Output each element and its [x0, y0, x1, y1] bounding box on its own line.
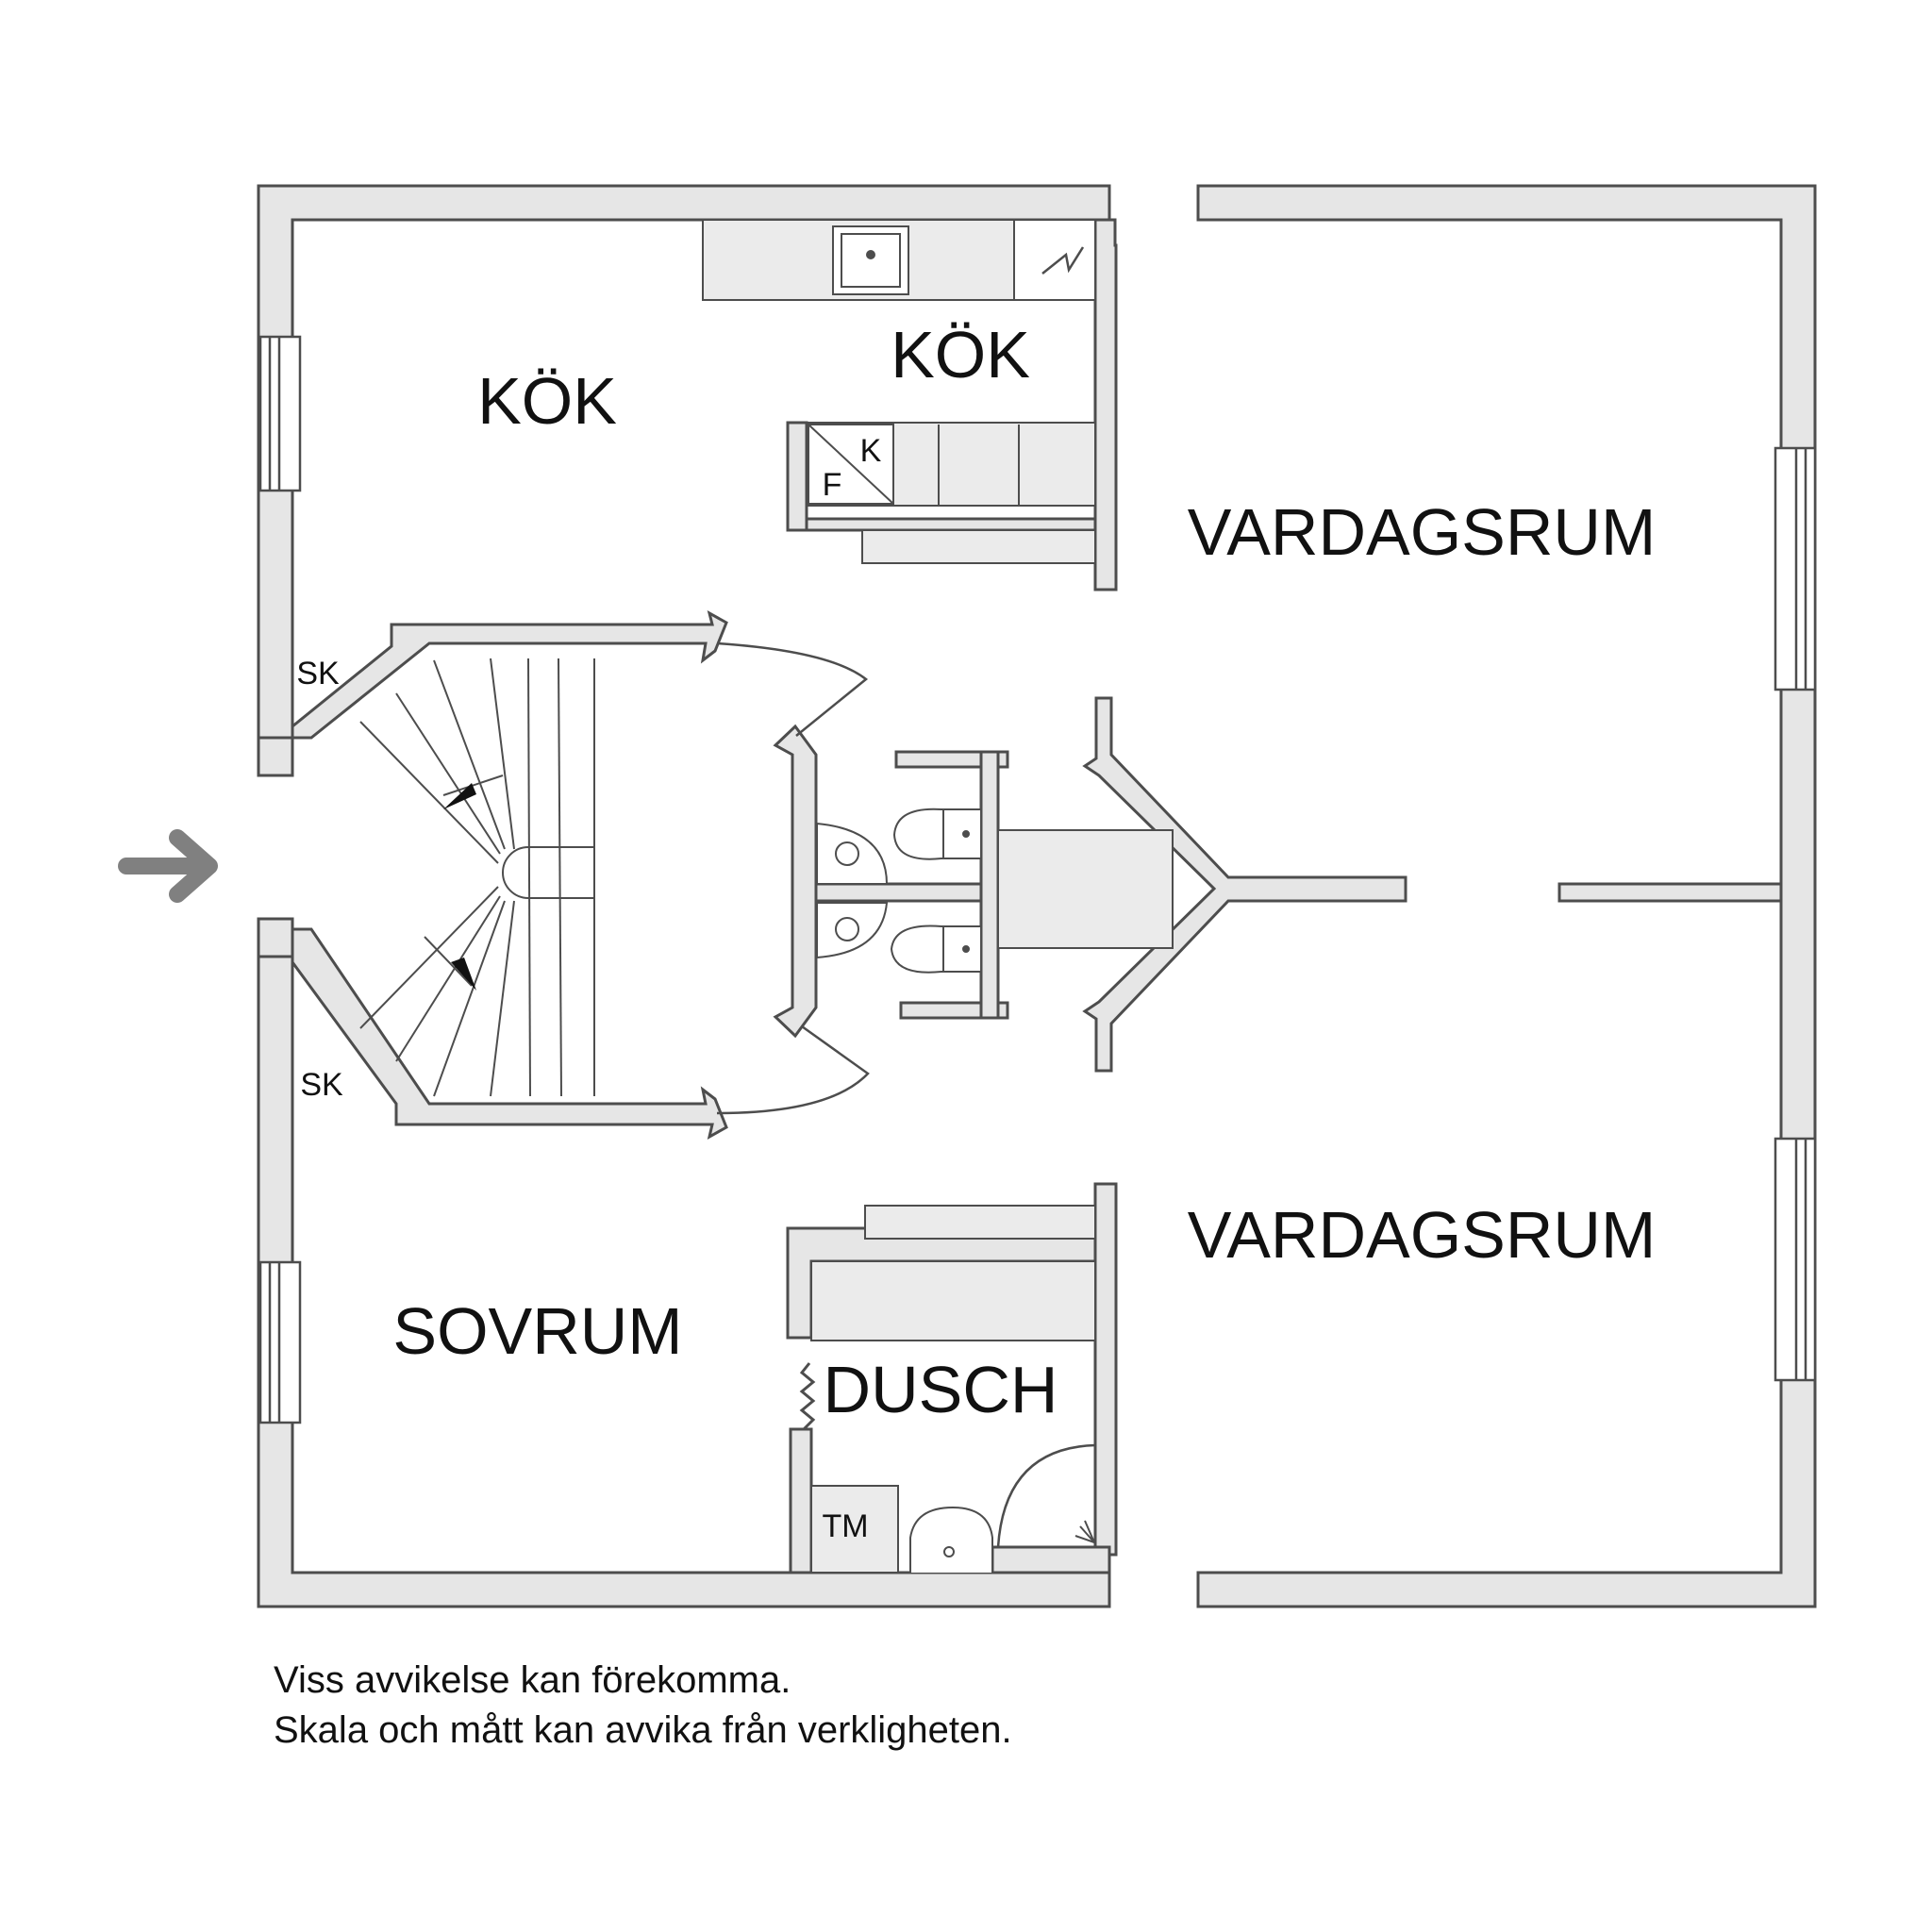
washbasin-top — [816, 822, 889, 885]
wall-bath-left — [789, 1427, 813, 1574]
wall-left-stub-bottom — [257, 917, 294, 958]
fixture-label-closet-bottom: SK — [300, 1067, 343, 1103]
fixture-label-freezer: F — [823, 467, 842, 503]
washbasin-bottom — [816, 902, 889, 959]
doors — [716, 641, 1097, 1548]
wall-kitchen-left-stub — [786, 421, 808, 532]
bath-washbasin — [909, 1506, 993, 1573]
kitchen-fixtures — [702, 219, 1096, 564]
room-label-kok-large: KÖK — [477, 364, 617, 438]
stair-walls — [291, 610, 728, 1140]
room-label-sovrum: SOVRUM — [392, 1294, 682, 1368]
wc-fixtures — [816, 808, 1174, 974]
wall-bath-bottom — [991, 1545, 1111, 1574]
room-label-vardagsrum-top: VARDAGSRUM — [1188, 495, 1657, 569]
disclaimer-line-2: Skala och mått kan avvika från verklighe… — [274, 1709, 1012, 1751]
toilet-top — [892, 808, 982, 860]
bath-counter — [810, 1260, 1096, 1341]
door-swing-top — [716, 641, 869, 737]
wall-kitchen-bottom — [788, 517, 1097, 532]
hallway-runner — [997, 829, 1174, 949]
kitchen-sink — [832, 225, 909, 295]
washer — [810, 1485, 899, 1574]
wall-bath-right — [1093, 1182, 1118, 1557]
disclaimer-line-1: Viss avvikelse kan förekomma. — [274, 1659, 791, 1701]
wall-wc-left — [773, 724, 818, 1039]
wall-wc-divider — [979, 750, 1000, 1020]
toilet-bottom — [890, 924, 982, 974]
stair-wall-bottom — [291, 927, 728, 1140]
wall-living-divider-right — [1557, 882, 1783, 903]
window-left-bottom — [258, 1260, 302, 1424]
stair-arrow-down-icon — [451, 958, 476, 991]
sovrum-shelf — [864, 1205, 1096, 1240]
wall-wc-mid — [814, 882, 983, 903]
interior-walls — [773, 218, 1783, 1574]
room-label-kok-small: KÖK — [891, 318, 1030, 391]
stove-icon — [1041, 246, 1085, 275]
fixture-label-fridge: K — [860, 433, 882, 469]
stair-arrow-up-icon — [443, 783, 476, 809]
kitchen-shelf — [861, 529, 1096, 564]
radiator-icon — [799, 1362, 816, 1431]
fixture-label-washer: TM — [822, 1508, 868, 1544]
entrance-gap — [250, 775, 302, 919]
wall-kitchen-divider — [1093, 218, 1118, 591]
wall-chevron — [1082, 696, 1407, 1073]
room-label-vardagsrum-bottom: VARDAGSRUM — [1188, 1198, 1657, 1272]
wall-left-stub-top — [257, 736, 294, 777]
shower-head-icon — [1074, 1520, 1095, 1543]
room-label-dusch: DUSCH — [824, 1353, 1058, 1426]
door-swing-bottom — [716, 1024, 870, 1115]
stair-arrows — [443, 783, 476, 991]
entrance-arrow-icon — [118, 829, 218, 903]
windows — [258, 335, 1817, 1424]
bath-fixtures — [799, 1205, 1096, 1574]
stove-cell — [1013, 219, 1096, 301]
stair-wall-top — [291, 610, 728, 740]
fixture-label-closet-top: SK — [296, 656, 340, 691]
window-left-top — [258, 335, 302, 492]
door-swing-shower — [996, 1443, 1096, 1548]
window-right-bottom — [1774, 1137, 1817, 1382]
window-right-top — [1774, 446, 1817, 691]
staircase — [359, 658, 595, 1097]
